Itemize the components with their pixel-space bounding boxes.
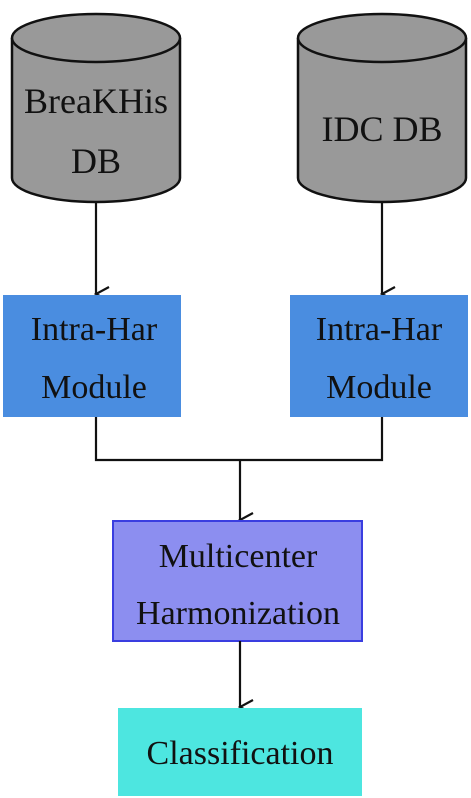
- intra-har-module-right-line2: Module: [326, 369, 432, 406]
- intra-har-module-left: Intra-Har Module: [3, 295, 181, 417]
- database-idc: IDC DB: [296, 12, 468, 204]
- database-breakhis-label-line1: BreaKHis: [24, 81, 168, 121]
- classification: Classification: [118, 708, 362, 796]
- intra-har-module-right-line1: Intra-Har: [316, 311, 443, 348]
- intra-har-module-left-box: [3, 295, 181, 417]
- intra-har-module-left-line2: Module: [41, 369, 147, 406]
- intra-har-module-left-line1: Intra-Har: [31, 311, 158, 348]
- multicenter-harmonization-line2: Harmonization: [136, 595, 340, 632]
- database-breakhis-body: [10, 38, 182, 204]
- intra-har-module-right-box: [290, 295, 468, 417]
- multicenter-harmonization-box: [112, 520, 363, 642]
- merge-connector: [94, 417, 384, 462]
- database-breakhis: BreaKHis DB: [10, 12, 182, 204]
- intra-har-module-right: Intra-Har Module: [290, 295, 468, 417]
- database-idc-body: [296, 38, 468, 204]
- database-breakhis-label-line2: DB: [71, 141, 121, 181]
- classification-box: [118, 708, 362, 796]
- database-breakhis-top: [10, 12, 182, 64]
- classification-label: Classification: [147, 735, 334, 772]
- database-idc-top: [296, 12, 468, 64]
- database-idc-label: IDC DB: [321, 109, 442, 149]
- multicenter-harmonization-line1: Multicenter: [159, 538, 318, 575]
- multicenter-harmonization: Multicenter Harmonization: [112, 520, 363, 642]
